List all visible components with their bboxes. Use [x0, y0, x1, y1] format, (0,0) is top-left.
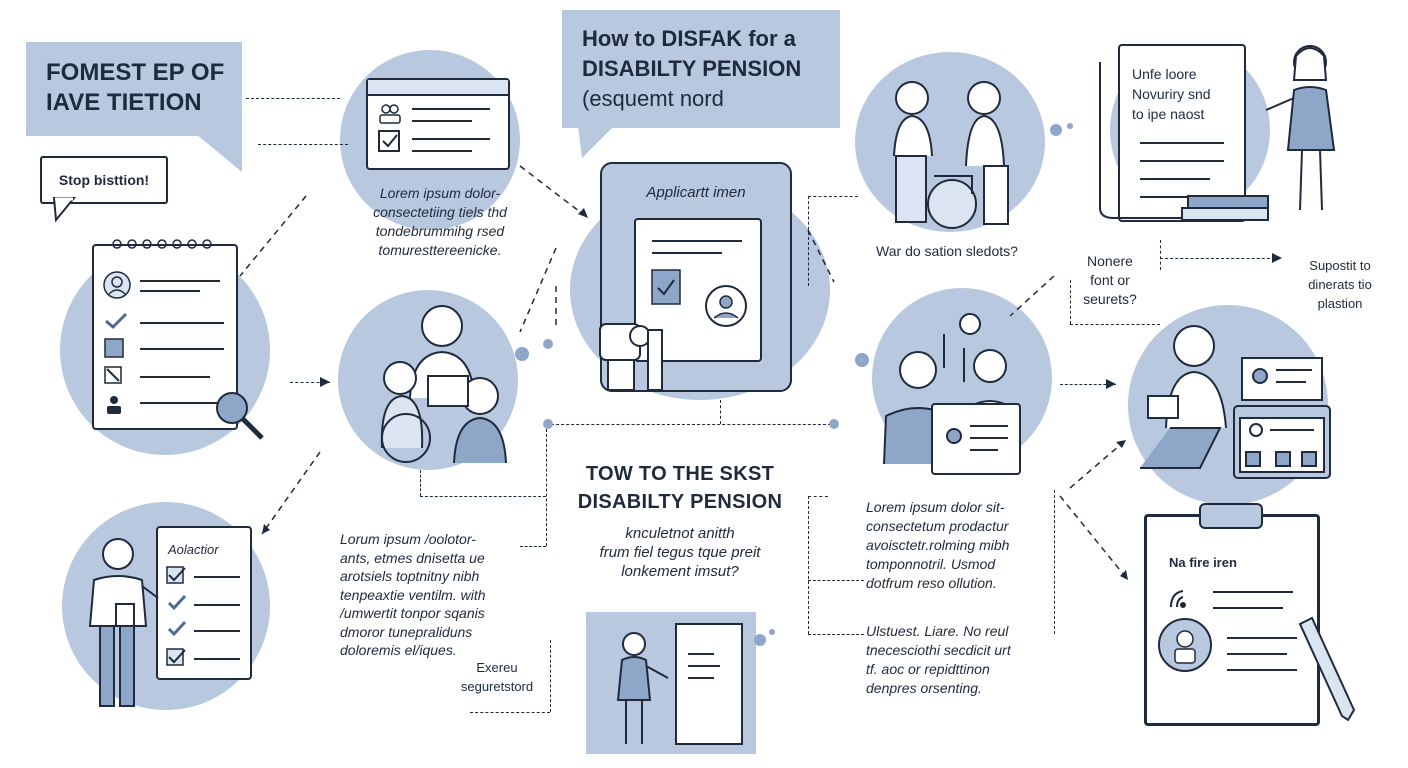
- connector: [808, 496, 809, 634]
- connector: [808, 580, 864, 581]
- middle-title: TOW TO THE SKST DISABILTY PENSION: [577, 463, 783, 513]
- document-page: Unfe loore Novuriry snd to ipe naost: [1118, 44, 1246, 222]
- exeru-label: Exereu seguretstord: [460, 660, 534, 694]
- browser-window: [366, 78, 510, 170]
- connector: [1060, 384, 1116, 385]
- header-box-tail: [578, 126, 614, 158]
- square-bullet-icon: [104, 338, 124, 358]
- checklist-card: Aolactior: [156, 526, 252, 680]
- reader-illustration: [1140, 325, 1331, 479]
- title-line-2: IAVE TIETION: [46, 89, 202, 116]
- application-panel-title: Applicartt imen: [646, 184, 746, 201]
- connector: [420, 470, 421, 496]
- connector: [808, 196, 858, 197]
- connector: [1160, 258, 1280, 259]
- side-note-left: Nonere font or seurets?: [1083, 253, 1137, 307]
- spiral-binding: [112, 239, 212, 249]
- pen-icon: [1298, 616, 1356, 722]
- caption-people: War do sation sledots?: [876, 243, 1018, 259]
- header-box: How to DISFAK for a DISABILTY PENSION (e…: [562, 10, 840, 128]
- notepad-checklist: [92, 239, 238, 430]
- application-panel: Applicartt imen: [600, 162, 792, 392]
- connector: [246, 98, 340, 99]
- connector: [546, 424, 836, 425]
- connector: [720, 400, 721, 424]
- header-line-1: How to DISFAK for a: [582, 26, 796, 51]
- main-title-box: FOMEST EP OF IAVE TIETION: [26, 42, 242, 136]
- connector: [546, 424, 547, 546]
- connector: [258, 144, 348, 145]
- connector: [1054, 490, 1055, 634]
- presenter-illustration: [616, 623, 743, 745]
- connector: [470, 712, 550, 713]
- users-icon: [379, 104, 401, 124]
- connector: [1160, 240, 1161, 270]
- stamp-handle-illustration: [599, 323, 663, 391]
- profile-icon: [1158, 618, 1212, 672]
- clipboard-title: Na fire iren: [1169, 555, 1237, 570]
- connector: [808, 196, 809, 286]
- magnifier-icon: [216, 392, 264, 440]
- wifi-icon: [1170, 590, 1186, 608]
- connector: [420, 496, 546, 497]
- document-line-3: to ipe naost: [1132, 106, 1205, 122]
- speech-bubble-tail: [52, 197, 77, 223]
- connector: [808, 634, 864, 635]
- document-line-2: Novuriry snd: [1132, 86, 1211, 102]
- connector: [1070, 280, 1071, 324]
- connector: [808, 496, 828, 497]
- speech-bubble: Stop bisttion!: [40, 156, 168, 204]
- check-mark-icon: [105, 312, 128, 330]
- middle-description: knculetnot anitth frum fiel tegus tque p…: [599, 525, 761, 580]
- clipboard: Na fire iren: [1144, 503, 1320, 726]
- group-wheelchair-illustration: [380, 305, 507, 464]
- user-avatar-icon: [103, 271, 131, 299]
- title-box-tail: [196, 134, 242, 172]
- connector: [1070, 324, 1160, 325]
- side-note-right: Supostit to dinerats tio plastion: [1308, 258, 1372, 311]
- checkbox-icon-4: [166, 648, 186, 666]
- document-line-1: Unfe loore: [1132, 66, 1197, 82]
- meeting-illustration: [883, 313, 1021, 475]
- description-top-left: Lorem ipsum dolor- consectetiing tiels t…: [373, 185, 507, 258]
- checkbox-checked-icon: [378, 130, 400, 152]
- description-right-bottom: Ulstuest. Liare. No reul tnecesciothi se…: [866, 623, 1011, 696]
- description-bottom-left: Lorum ipsum /oolotor- ants, etmes dniset…: [340, 531, 486, 658]
- speech-bubble-text: Stop bisttion!: [58, 172, 150, 188]
- checkbox-icon-3: [167, 620, 187, 637]
- checkbox-icon-1: [166, 566, 186, 584]
- stamp-icon: [651, 269, 681, 305]
- person-circle-icon: [705, 285, 747, 327]
- header-line-2: DISABILTY PENSION: [582, 56, 802, 81]
- browser-titlebar: [368, 80, 508, 96]
- books-stack-icon: [1099, 62, 1269, 221]
- people-helping-illustration: [893, 81, 1009, 229]
- title-line-1: FOMEST EP OF: [46, 59, 225, 86]
- checkbox-icon-2: [167, 594, 187, 611]
- checklist-card-title: Aolactior: [168, 542, 219, 557]
- clipboard-clip: [1199, 503, 1263, 529]
- woman-presenter-illustration: [1265, 45, 1336, 211]
- pencil-note-icon: [104, 366, 122, 384]
- header-line-3: (esquemt nord: [582, 86, 724, 111]
- connector: [550, 640, 551, 712]
- person-with-checklist-illustration: [88, 538, 159, 707]
- connector: [520, 546, 546, 547]
- description-right-middle: Lorem ipsum dolor sit- consectetum proda…: [866, 499, 1010, 591]
- person-bullet-icon: [107, 396, 121, 414]
- connector: [290, 382, 330, 383]
